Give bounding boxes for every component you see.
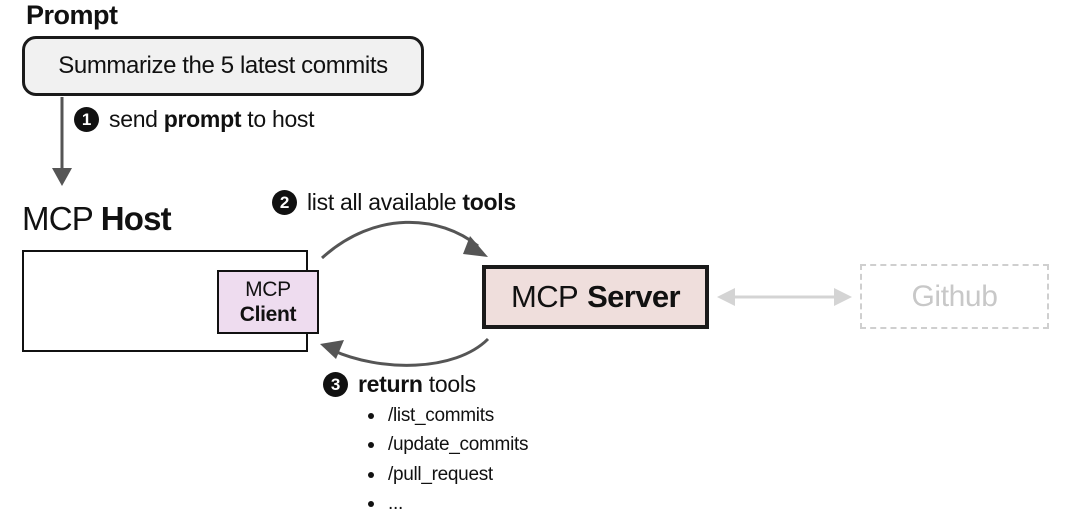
step-1-pre: send <box>109 106 164 132</box>
tool-label: ... <box>388 493 403 515</box>
github-box: Github <box>860 264 1049 329</box>
tool-item: /update_commits <box>368 431 528 461</box>
host-title-bold: Host <box>100 200 172 237</box>
step-1-post: to host <box>241 106 315 132</box>
bullet-icon <box>368 471 374 478</box>
step-3-bold: return <box>358 371 423 397</box>
bullet-icon <box>368 442 374 449</box>
tool-label: /pull_request <box>388 463 493 485</box>
bullet-icon <box>368 412 374 419</box>
host-title: MCP Host <box>22 200 172 238</box>
host-title-prefix: MCP <box>22 200 101 237</box>
prompt-text: Summarize the 5 latest commits <box>58 52 388 79</box>
server-to-client-arrowhead <box>320 340 344 359</box>
step-2-badge: 2 <box>272 190 297 215</box>
server-side-arrowhead <box>717 288 735 306</box>
github-label: Github <box>911 279 998 313</box>
client-line-2: Client <box>239 303 297 326</box>
prompt-box: Summarize the 5 latest commits <box>22 36 424 96</box>
step-1-bold: prompt <box>163 106 242 132</box>
client-to-server-arrow <box>320 220 479 260</box>
tool-item: /pull_request <box>368 460 528 490</box>
mcp-client-box: MCP Client <box>217 270 319 334</box>
client-line-1: MCP <box>245 278 291 301</box>
step-2-label: 2 list all available tools <box>272 189 516 216</box>
step-3-post: tools <box>422 371 476 397</box>
client-to-server-arrowhead <box>463 236 488 257</box>
step-1-label: 1 send prompt to host <box>74 106 315 133</box>
prompt-to-host-arrowhead <box>52 168 72 186</box>
server-bold: Server <box>587 279 681 314</box>
step-2-pre: list all available <box>307 189 463 215</box>
server-prefix: MCP <box>510 279 579 314</box>
step-3-badge: 3 <box>323 372 348 397</box>
tool-label: /list_commits <box>388 404 494 426</box>
server-to-client-arrow <box>331 337 490 367</box>
github-side-arrowhead <box>834 288 852 306</box>
prompt-heading: Prompt <box>26 0 118 30</box>
tool-item: /list_commits <box>368 401 528 431</box>
tool-label: /update_commits <box>388 434 529 456</box>
tools-list: /list_commits /update_commits /pull_requ… <box>368 401 528 519</box>
step-2-bold: tools <box>462 189 516 215</box>
step-1-badge: 1 <box>74 107 99 132</box>
step-3-label: 3 return tools <box>323 371 476 398</box>
tool-item: ... <box>368 490 528 519</box>
bullet-icon <box>368 501 374 508</box>
